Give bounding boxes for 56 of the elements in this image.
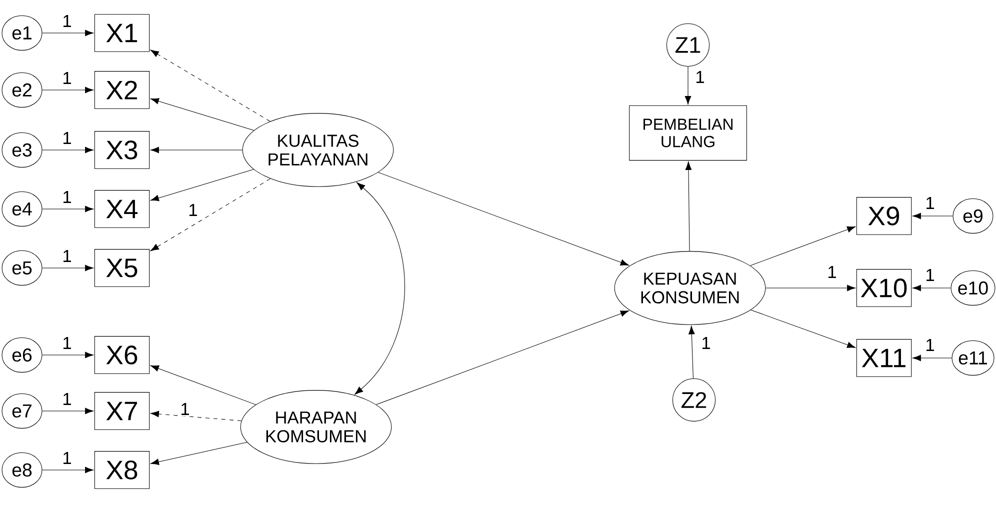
- edge-label: 1: [60, 14, 74, 28]
- edge-label: 1: [60, 248, 74, 264]
- edge-label: 1: [60, 130, 74, 146]
- edge-label: 1: [60, 450, 74, 466]
- edge-label: 1: [60, 190, 74, 204]
- arrow: [42, 206, 94, 212]
- arrow: [42, 408, 94, 414]
- edge-label: 1: [924, 268, 936, 282]
- arrow: [376, 310, 629, 405]
- arrow: [42, 86, 94, 94]
- arrow: [378, 172, 629, 266]
- edge-label: 1: [186, 202, 200, 218]
- arrow: [688, 326, 695, 379]
- arrow: [150, 410, 242, 422]
- arrow: [912, 284, 951, 292]
- edge-label: 1: [924, 338, 936, 352]
- arrow: [42, 352, 94, 358]
- indicator-box: X6: [94, 336, 150, 374]
- indicator-box: X7: [94, 392, 150, 430]
- arrow: [150, 169, 254, 202]
- arrow: [150, 146, 243, 154]
- arrow: [912, 212, 953, 220]
- arrow: [150, 98, 254, 131]
- indicator-box: X3: [94, 131, 150, 169]
- edge-label: 1: [924, 196, 936, 210]
- arrow: [150, 365, 256, 405]
- edge-label: 1: [826, 264, 838, 280]
- double-headed-arrow: [354, 182, 405, 395]
- arrow: [150, 50, 270, 122]
- arrow: [750, 226, 856, 266]
- indicator-box: X11: [856, 339, 912, 377]
- indicator-box: X1: [94, 14, 150, 52]
- arrow: [750, 310, 856, 348]
- arrow: [150, 178, 271, 252]
- indicator-box: X5: [94, 249, 150, 287]
- arrow: [42, 466, 94, 474]
- arrow: [912, 354, 952, 362]
- arrow: [684, 66, 692, 104]
- arrow: [42, 146, 94, 154]
- indicator-box: X2: [94, 71, 150, 109]
- arrow: [150, 442, 248, 465]
- arrow: [42, 264, 94, 272]
- variable-box: PEMBELIAN ULANG: [629, 105, 747, 161]
- indicator-box: X9: [856, 197, 912, 235]
- arrow: [42, 30, 94, 36]
- edge-label: 1: [60, 392, 74, 406]
- edge-label: 1: [60, 336, 74, 350]
- edge-label: 1: [700, 336, 712, 350]
- indicator-box: X10: [856, 269, 912, 307]
- edge-label: 1: [694, 70, 706, 84]
- edge-label: 1: [178, 402, 192, 416]
- arrow: [685, 161, 692, 252]
- arrow: [765, 284, 856, 292]
- edge-label: 1: [60, 70, 74, 86]
- indicator-box: X4: [94, 190, 150, 228]
- indicator-box: X8: [94, 451, 150, 489]
